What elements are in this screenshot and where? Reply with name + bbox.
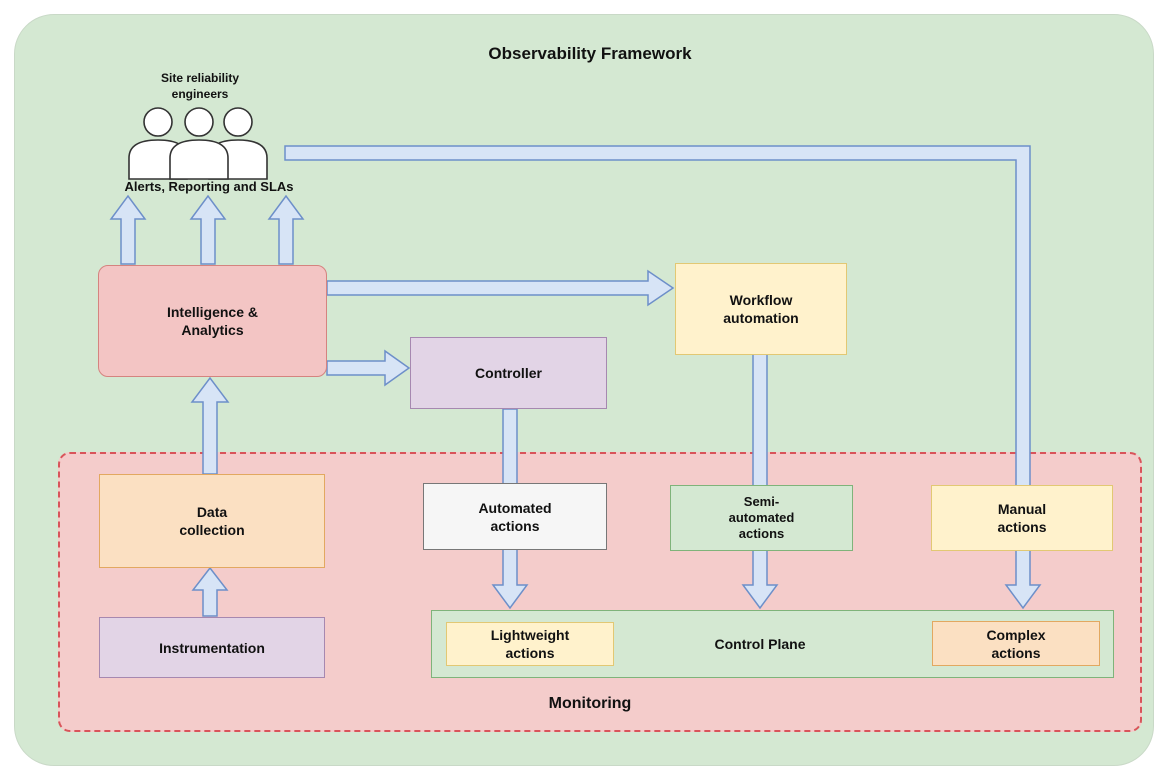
control-plane-label: Control Plane <box>714 636 806 652</box>
arrow-datacollection-to-intelligence <box>190 376 230 475</box>
arrow-intelligence-to-workflow <box>326 269 675 307</box>
workflow-automation-box: Workflow automation <box>675 263 847 355</box>
automated-actions-box: Automated actions <box>423 483 607 550</box>
arrow-up-alerts-2 <box>189 194 227 265</box>
data-collection-box: Data collection <box>99 474 325 568</box>
monitoring-label: Monitoring <box>548 695 632 712</box>
manual-actions-box: Manual actions <box>931 485 1113 551</box>
arrow-up-alerts-1 <box>109 194 147 265</box>
intelligence-analytics-box: Intelligence & Analytics <box>98 265 327 377</box>
sre-label: Site reliability engineers <box>160 71 240 101</box>
semi-automated-actions-box: Semi- automated actions <box>670 485 853 551</box>
engineers-icon <box>128 107 268 180</box>
lightweight-actions-box: Lightweight actions <box>446 622 614 666</box>
arrow-sre-to-complex <box>284 145 1042 610</box>
instrumentation-box: Instrumentation <box>99 617 325 678</box>
arrow-intelligence-to-controller <box>326 349 411 387</box>
arrow-instrumentation-to-datacollection <box>191 566 229 617</box>
arrow-up-alerts-3 <box>267 194 305 265</box>
controller-box: Controller <box>410 337 607 409</box>
diagram-title: Observability Framework <box>488 44 692 63</box>
alerts-reporting-label: Alerts, Reporting and SLAs <box>124 179 294 194</box>
arrow-workflow-to-controlplane <box>741 353 779 610</box>
complex-actions-box: Complex actions <box>932 621 1100 666</box>
